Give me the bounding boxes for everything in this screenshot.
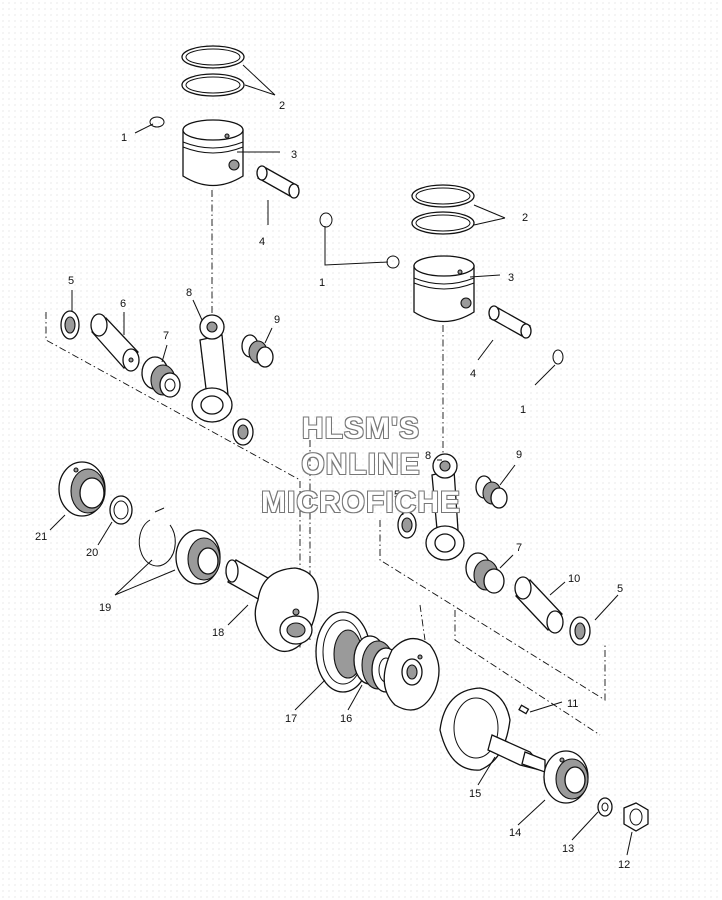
callout-7: 7: [163, 330, 169, 342]
callout-21: 21: [35, 531, 47, 543]
callout-13: 13: [562, 843, 574, 855]
callout-6: 6: [120, 298, 126, 310]
needle-bearing-right-upper: [475, 475, 508, 509]
crankpin-right: [514, 576, 564, 634]
thrust-washer-right: [397, 511, 417, 539]
lock-washer: [597, 797, 613, 817]
circlip-upper-left-2: [319, 212, 400, 269]
needle-bearing-left-lower: [141, 356, 181, 398]
needle-bearing-right-lower: [465, 552, 505, 594]
thrust-washer-right-2: [569, 616, 591, 646]
needle-bearing-left-upper: [241, 334, 274, 368]
callout-leaders: [49, 64, 633, 856]
callout-19: 19: [99, 602, 111, 614]
watermark-line-3: MICROFICHE: [261, 486, 461, 519]
callout-5: 5: [617, 583, 623, 595]
callout-1: 1: [319, 277, 325, 289]
circlip-upper-left: [149, 116, 165, 128]
piston-pin-upper-left: [256, 165, 300, 199]
piston-upper-left: [182, 119, 244, 187]
crank-half-center: [383, 638, 440, 711]
callout-8: 8: [425, 450, 431, 462]
callout-5: 5: [394, 489, 400, 501]
crankpin-left: [90, 313, 140, 372]
callout-5: 5: [68, 275, 74, 287]
connecting-rod-right: [425, 453, 465, 561]
callout-20: 20: [86, 547, 98, 559]
main-bearing-left-outer: [58, 461, 106, 517]
piston-ring-upper-left: [181, 45, 245, 97]
crank-half-right: [439, 687, 546, 773]
callout-15: 15: [469, 788, 481, 800]
snap-ring-left: [138, 507, 176, 567]
callout-2: 2: [522, 212, 528, 224]
piston-ring-upper-right: [411, 184, 475, 235]
callout-10: 10: [568, 573, 580, 585]
shim-washer-left: [109, 495, 133, 525]
callout-labels: 2 1 3 4 1 2 3 4 1 5 6 7 8 9 8 9 5 7 10 5…: [35, 100, 630, 871]
callout-12: 12: [618, 859, 630, 871]
callout-1: 1: [121, 132, 127, 144]
callout-1: 1: [520, 404, 526, 416]
callout-17: 17: [285, 713, 297, 725]
piston-upper-right: [413, 255, 475, 323]
watermark-line-1: HLSM'S: [301, 412, 421, 445]
callout-3: 3: [291, 149, 297, 161]
callout-14: 14: [509, 827, 521, 839]
callout-18: 18: [212, 627, 224, 639]
assembly-guide-lines: [45, 190, 606, 736]
callout-4: 4: [259, 236, 265, 248]
callout-2: 2: [279, 100, 285, 112]
callout-8: 8: [186, 287, 192, 299]
callout-4: 4: [470, 368, 476, 380]
watermark-line-2: ONLINE: [301, 448, 421, 481]
crankshaft-nut: [623, 802, 649, 832]
callout-16: 16: [340, 713, 352, 725]
woodruff-key: [518, 704, 530, 715]
main-bearing-left-inner: [175, 529, 221, 585]
crank-half-left: [225, 559, 319, 652]
main-bearing-right: [543, 750, 589, 804]
piston-pin-upper-right: [488, 305, 532, 339]
circlip-upper-right: [552, 349, 564, 365]
callout-9: 9: [274, 314, 280, 326]
thrust-washer-left-2: [232, 418, 254, 446]
callout-11: 11: [567, 698, 578, 710]
callout-3: 3: [508, 272, 514, 284]
callout-7: 7: [516, 542, 522, 554]
callout-9: 9: [516, 449, 522, 461]
connecting-rod-left: [191, 314, 233, 423]
thrust-washer-left: [60, 310, 80, 340]
